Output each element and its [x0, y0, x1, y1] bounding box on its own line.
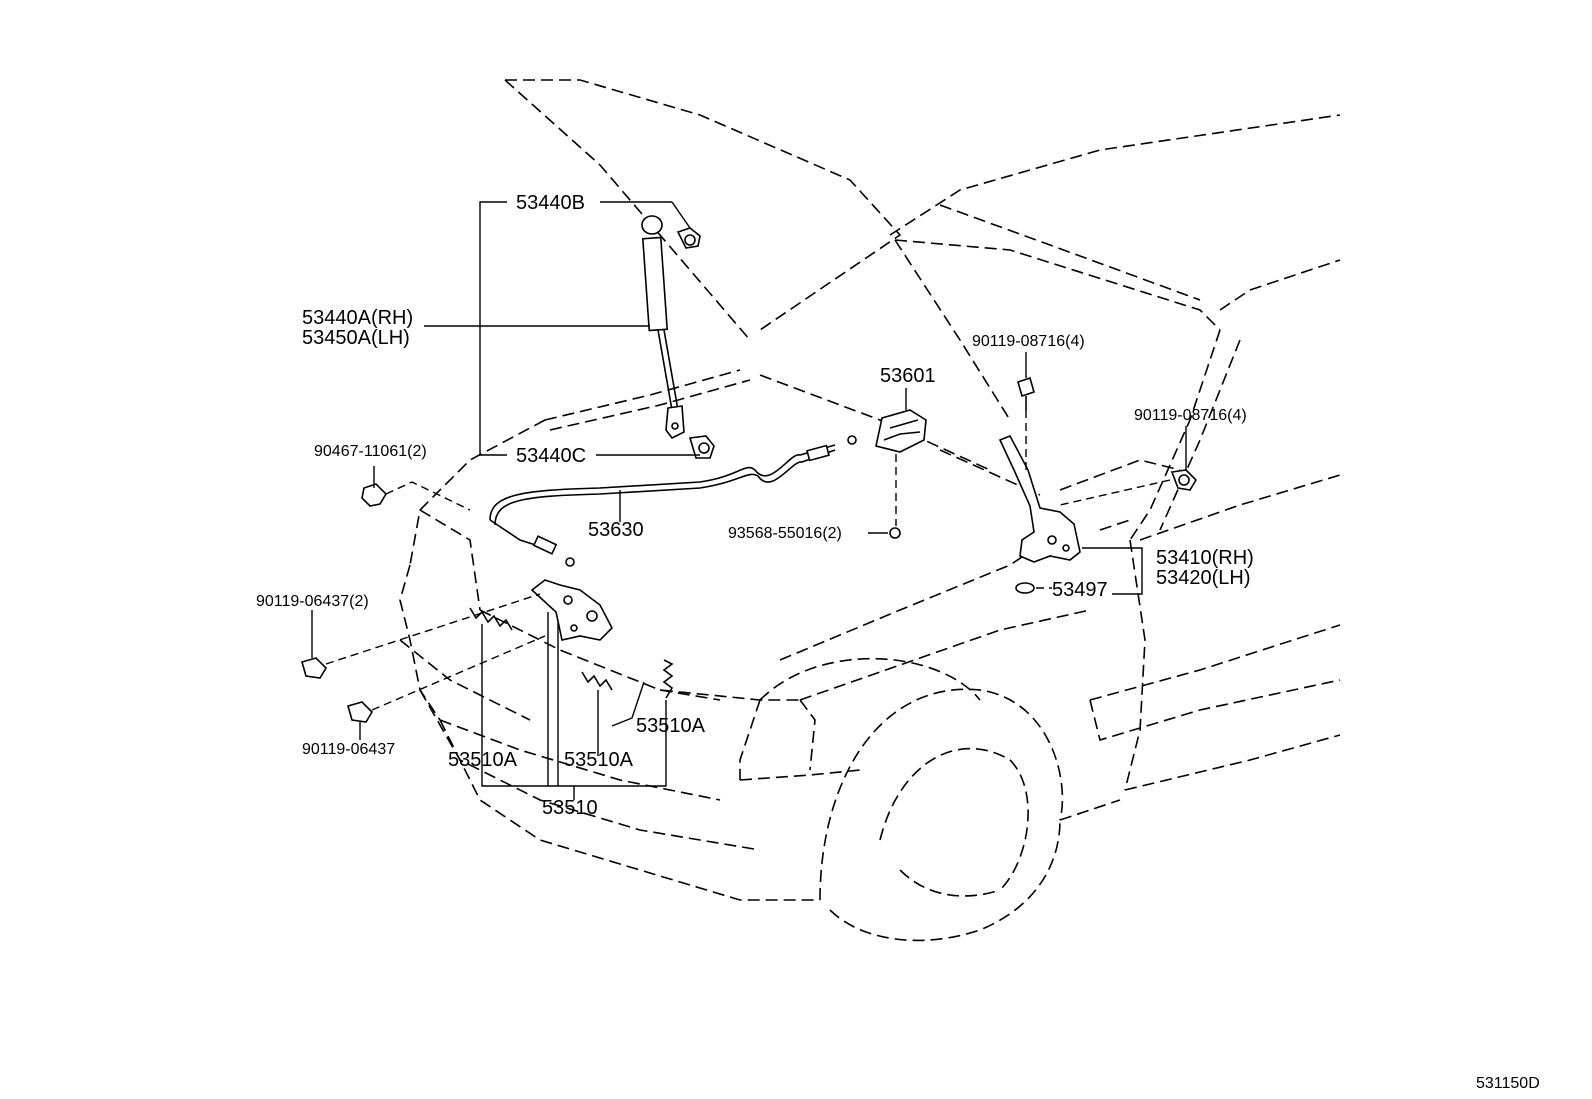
- hood-support-strut: [641, 215, 685, 440]
- car-body-outline: [399, 79, 1341, 942]
- label-53450a-lh: 53450A(LH): [302, 327, 410, 349]
- label-90119-06437: 90119-06437: [302, 741, 395, 758]
- lock-bolt-upper: [301, 657, 328, 679]
- strut-upper-bolt: [676, 227, 701, 249]
- label-93568-55016: 93568-55016(2): [728, 525, 842, 542]
- label-90119-08716-right: 90119-08716(4): [1134, 407, 1247, 424]
- lock-spring-center: [581, 671, 613, 691]
- label-53510a-right: 53510A: [636, 715, 706, 737]
- label-53440c: 53440C: [516, 445, 586, 467]
- label-53601: 53601: [880, 365, 936, 387]
- hinge-bolt-upper: [1017, 376, 1035, 410]
- hinge-washer: [1015, 582, 1035, 594]
- label-53410-rh: 53410(RH): [1156, 547, 1254, 569]
- figure-code: 531150D: [1476, 1075, 1540, 1092]
- hood-lock-assembly: [530, 579, 613, 641]
- label-53440b: 53440B: [516, 192, 585, 214]
- label-53440a-rh: 53440A(RH): [302, 307, 413, 329]
- label-53510a-center: 53510A: [564, 749, 634, 771]
- hood-clip: [361, 483, 388, 507]
- leader-lines: [311, 201, 1187, 800]
- hood-release-cable: [489, 435, 857, 567]
- label-53510a-left: 53510A: [448, 749, 518, 771]
- lock-spring-left: [469, 607, 513, 631]
- label-53510: 53510: [542, 797, 598, 819]
- label-90119-06437-2: 90119-06437(2): [256, 593, 369, 610]
- hood-hinge: [998, 434, 1081, 563]
- label-53497: 53497: [1052, 579, 1108, 601]
- lock-spring-right: [662, 659, 674, 699]
- label-53630: 53630: [588, 519, 644, 541]
- hinge-bolt-right: [1170, 469, 1198, 491]
- label-90467-11061: 90467-11061(2): [314, 443, 427, 460]
- lever-screw: [889, 527, 901, 539]
- label-90119-08716-upper: 90119-08716(4): [972, 333, 1085, 350]
- hood-release-lever: [875, 409, 927, 453]
- label-53420-lh: 53420(LH): [1156, 567, 1251, 589]
- lock-bolt-lower: [347, 701, 374, 723]
